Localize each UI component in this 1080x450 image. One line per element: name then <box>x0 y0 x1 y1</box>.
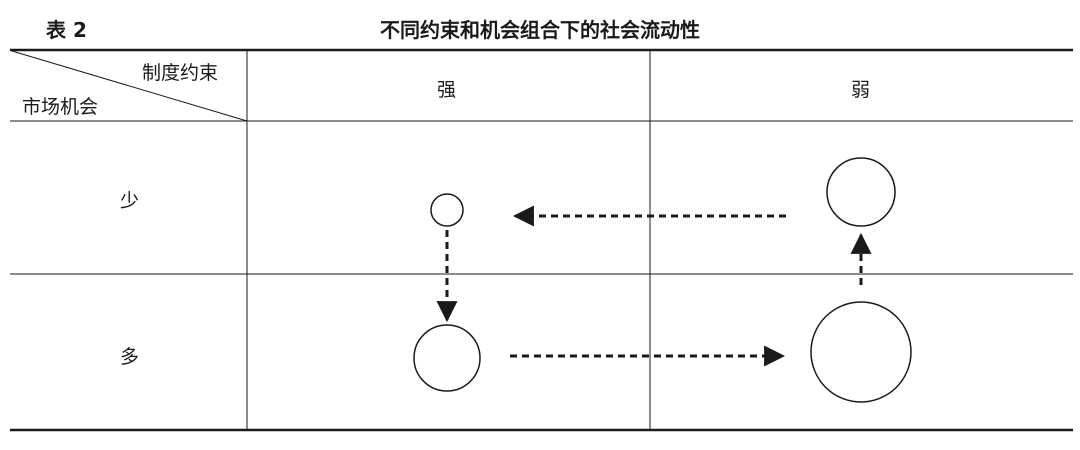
node-strong-few <box>430 193 464 227</box>
corner-diagonal <box>11 50 248 122</box>
table-number: 表 2 <box>46 18 87 42</box>
row-header-many: 多 <box>120 346 140 368</box>
column-header-strong: 强 <box>437 79 457 101</box>
node-strong-many <box>413 324 481 392</box>
corner-row-axis-label: 市场机会 <box>22 96 99 118</box>
column-header-weak: 弱 <box>851 79 871 101</box>
node-weak-few <box>826 157 896 227</box>
row-header-few: 少 <box>120 190 140 212</box>
node-weak-many <box>810 301 912 403</box>
corner-column-axis-label: 制度约束 <box>142 62 219 84</box>
table-title: 不同约束和机会组合下的社会流动性 <box>380 18 700 42</box>
